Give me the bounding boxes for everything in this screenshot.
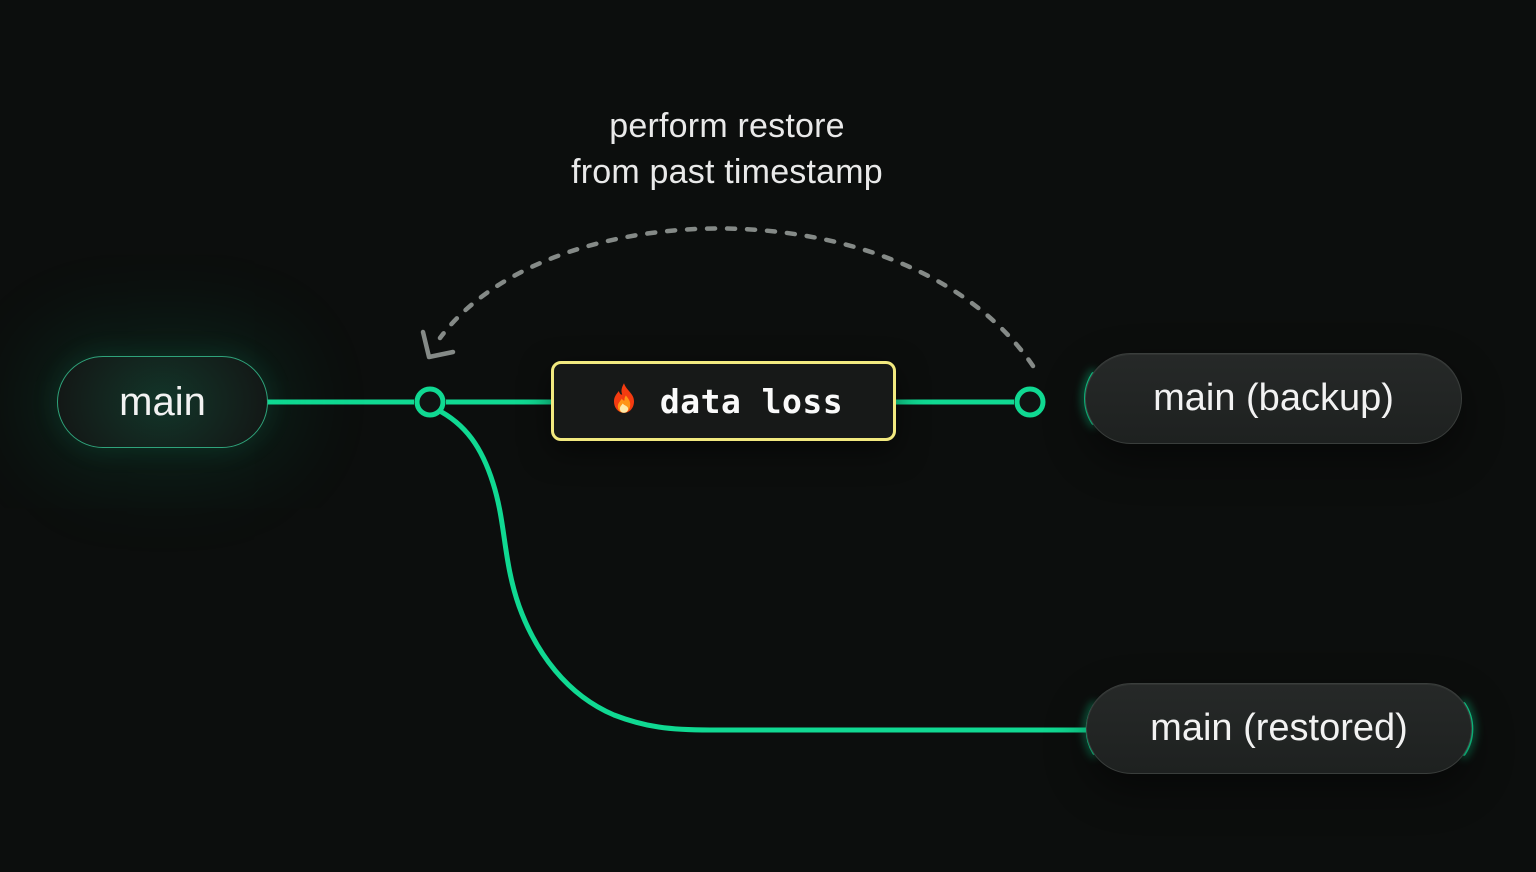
restore-arc-arrowhead <box>420 329 456 360</box>
node-main-restored-label: main (restored) <box>1150 707 1408 749</box>
branch-point-node <box>414 386 446 418</box>
diagram-caption: perform restore from past timestamp <box>430 103 1024 195</box>
backup-commit-node <box>1014 386 1046 418</box>
restored-branch-curve <box>434 406 1088 733</box>
caption-line-1: perform restore <box>609 107 845 145</box>
caption-line-2: from past timestamp <box>571 153 883 191</box>
data-loss-label: data loss <box>659 381 844 421</box>
fire-icon <box>613 383 634 413</box>
node-main-backup: main (backup) <box>1085 353 1462 444</box>
node-main: main <box>57 356 268 448</box>
node-main-backup-label: main (backup) <box>1153 377 1394 419</box>
restore-arc <box>437 226 1036 369</box>
data-loss-badge: data loss <box>551 361 896 441</box>
node-main-restored: main (restored) <box>1086 683 1472 774</box>
node-main-label: main <box>119 379 206 424</box>
